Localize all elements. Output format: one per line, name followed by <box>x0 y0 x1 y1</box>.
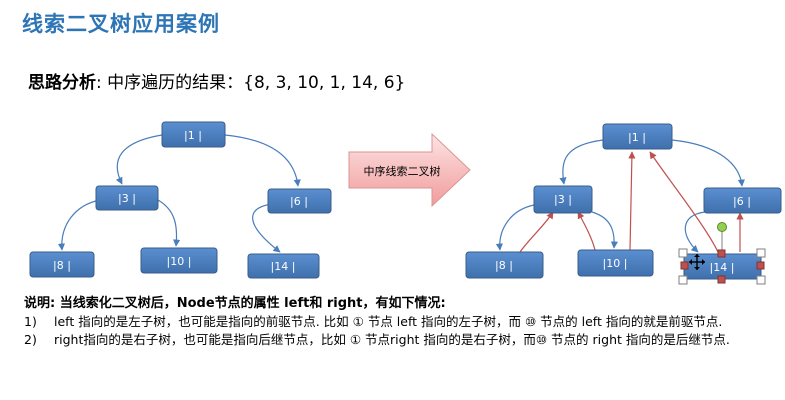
transform-arrow-label: 中序线索二叉树 <box>364 164 441 178</box>
left-node-8: |8 | <box>29 251 95 278</box>
notes-section: 说明: 当线索化二叉树后，Node节点的属性 left和 right，有如下情况… <box>24 295 774 349</box>
note-number: 2) <box>24 332 37 347</box>
right-edge-1-3 <box>559 139 604 185</box>
slide-title: 线索二叉树应用案例 <box>22 12 220 36</box>
right-edge-3-8 <box>495 204 535 251</box>
svg-text:|6 |: |6 | <box>733 195 751 208</box>
right-node-3: |3 | <box>533 185 593 214</box>
right-tree-nodes: |1 | |3 | |6 | |8 | |10 | |14 | <box>465 123 782 280</box>
analysis-label: 思路分析 <box>28 73 96 93</box>
resize-handle-bottom-right <box>756 275 766 285</box>
svg-text:|14 |: |14 | <box>271 260 296 273</box>
svg-text:|6 |: |6 | <box>290 195 308 208</box>
resize-handle-top-right <box>756 248 766 258</box>
svg-text:|14 |: |14 | <box>710 261 735 274</box>
right-tree-edges <box>495 139 745 253</box>
svg-text:|3 |: |3 | <box>118 192 136 205</box>
left-node-1: |1 | <box>161 121 226 148</box>
note-number: 1) <box>24 314 37 329</box>
svg-text:|8 |: |8 | <box>53 259 71 272</box>
thread-14-to-1 <box>649 151 719 253</box>
resize-handle-right <box>756 261 765 270</box>
left-node-6: |6 | <box>267 188 332 214</box>
right-edge-6-14 <box>684 211 706 253</box>
svg-text:|3 |: |3 | <box>554 193 572 206</box>
right-edge-1-6 <box>671 139 745 187</box>
thread-8-to-3 <box>519 211 554 253</box>
note-item: 2) right指向的是右子树，也可能是指向后继节点，比如 ① 节点right … <box>24 331 774 349</box>
left-node-14: |14 | <box>247 253 320 279</box>
right-node-10: |10 | <box>577 249 654 277</box>
resize-handle-bottom-left <box>678 275 688 285</box>
thread-10-to-3 <box>577 211 596 251</box>
transform-arrow: 中序线索二叉树 <box>348 132 471 208</box>
thread-10-to-1 <box>628 151 636 251</box>
left-edge-1-6 <box>224 134 301 187</box>
right-node-8: |8 | <box>465 251 544 279</box>
rotate-handle <box>717 222 727 232</box>
resize-handle-top-left <box>678 248 688 258</box>
svg-text:|1 |: |1 | <box>184 129 202 142</box>
svg-text:|10 |: |10 | <box>167 255 192 268</box>
notes-heading: 说明: 当线索化二叉树后，Node节点的属性 left和 right，有如下情况… <box>24 296 446 311</box>
right-edge-3-10 <box>591 211 618 249</box>
note-text: right指向的是右子树，也可能是指向后继节点，比如 ① 节点right 指向的… <box>54 332 730 347</box>
analysis-line: 思路分析: 中序遍历的结果：{8, 3, 10, 1, 14, 6} <box>28 68 405 93</box>
right-tree-threads <box>519 151 744 253</box>
svg-text:|10 |: |10 | <box>603 257 628 270</box>
right-node-6: |6 | <box>703 187 782 214</box>
left-edge-1-3 <box>115 134 163 185</box>
left-tree-nodes: |1 | |3 | |6 | |8 | |10 | |14 | <box>29 121 332 279</box>
left-edge-3-10 <box>157 199 181 247</box>
resize-handle-bottom <box>717 275 726 284</box>
resize-handle-left <box>680 261 689 270</box>
left-edge-3-8 <box>57 199 101 251</box>
left-node-10: |10 | <box>140 247 218 274</box>
right-node-1: |1 | <box>602 123 673 150</box>
note-item: 1) left 指向的是左子树，也可能是指向的前驱节点. 比如 ① 节点 lef… <box>24 313 774 331</box>
svg-text:|1 |: |1 | <box>628 131 646 144</box>
analysis-text: : 中序遍历的结果：{8, 3, 10, 1, 14, 6} <box>96 73 406 93</box>
move-cursor-icon <box>689 254 705 270</box>
svg-text:|8 |: |8 | <box>495 259 513 272</box>
left-tree-edges <box>57 134 301 253</box>
selection-handles[interactable] <box>678 222 766 285</box>
resize-handle-top <box>717 249 726 258</box>
left-node-3: |3 | <box>95 185 159 211</box>
right-node-14: |14 | <box>683 253 762 280</box>
note-text: left 指向的是左子树，也可能是指向的前驱节点. 比如 ① 节点 left 指… <box>54 314 723 329</box>
tree-diagram: |1 | |3 | |6 | |8 | |10 | |14 | 中序线索二叉树 <box>29 121 782 285</box>
left-edge-6-14 <box>252 203 281 253</box>
